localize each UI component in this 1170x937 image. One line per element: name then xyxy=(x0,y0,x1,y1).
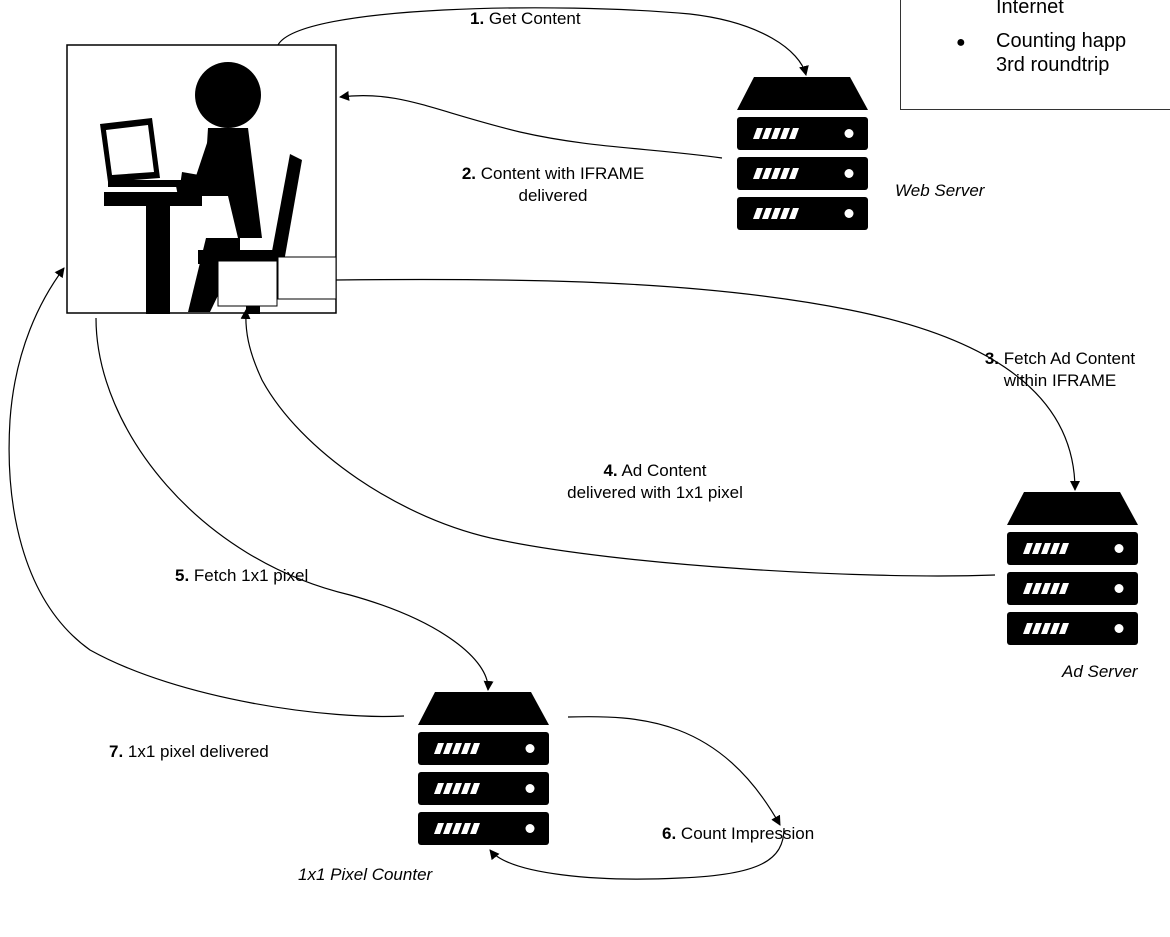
note-line-1: Internet xyxy=(996,0,1064,18)
arrow-step-2 xyxy=(339,90,723,159)
pixel-counter-server-icon xyxy=(418,692,549,845)
note-line-3: 3rd roundtrip xyxy=(996,54,1110,76)
note-bullet-icon: ● xyxy=(956,34,966,51)
step-5-label: 5. Fetch 1x1 pixel xyxy=(175,566,309,585)
arrow-step-7 xyxy=(8,267,405,718)
arrow-step-3 xyxy=(335,278,1080,491)
web-server-icon xyxy=(737,77,868,230)
pixel-counter-label: 1x1 Pixel Counter xyxy=(298,865,433,884)
arrow-step-6b xyxy=(489,827,785,880)
ad-server-label: Ad Server xyxy=(1062,662,1138,681)
web-server-label: Web Server xyxy=(895,181,985,200)
arrow-step-1 xyxy=(277,7,809,76)
ad-server-icon xyxy=(1007,492,1138,645)
step-1-label: 1. Get Content xyxy=(470,9,581,28)
step-4-label: 4. Ad Content delivered with 1x1 pixel xyxy=(567,461,743,502)
step-7-label: 7. 1x1 pixel delivered xyxy=(109,742,269,761)
step-6-label: 6. Count Impression xyxy=(662,824,815,843)
user-at-computer-icon xyxy=(66,44,337,314)
step-2-label: 2. Content with IFRAME delivered xyxy=(461,164,645,205)
arrow-step-5 xyxy=(95,317,494,691)
note-line-2: Counting happ xyxy=(996,30,1127,52)
step-3-label: 3. Fetch Ad Content within IFRAME xyxy=(984,349,1136,390)
arrow-step-4 xyxy=(240,309,996,577)
arrow-step-6a xyxy=(567,716,781,826)
notes-box: Internet ● Counting happ 3rd roundtrip xyxy=(900,0,1170,110)
